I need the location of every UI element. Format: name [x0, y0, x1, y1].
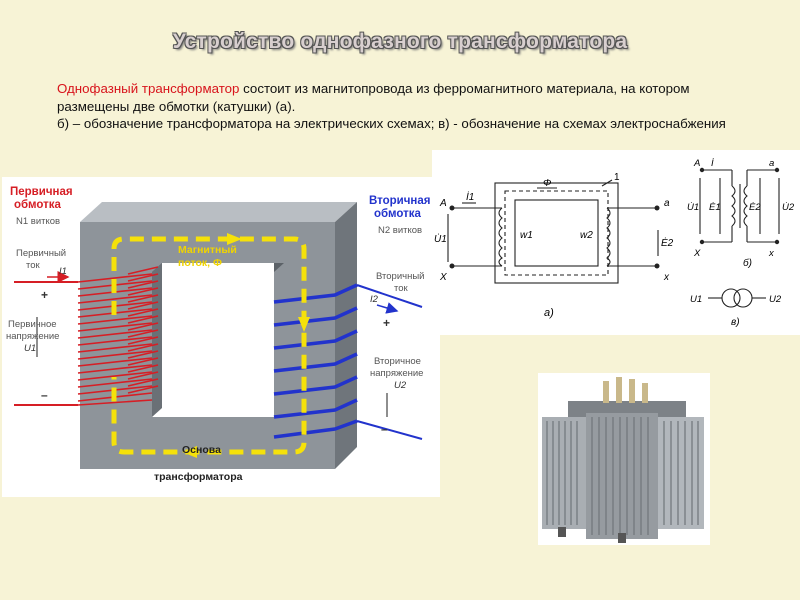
- flux-arrow-top: [227, 233, 242, 245]
- a-label-w2: w2: [580, 230, 593, 241]
- intro-highlight: Однофазный трансформатор: [57, 81, 240, 96]
- primary-voltage-label-2: напряжение: [6, 331, 59, 342]
- core-label-2: трансформатора: [154, 471, 243, 483]
- a-label-A: A: [439, 198, 447, 209]
- c-label-U2: U2: [769, 294, 782, 305]
- transformer-photo-panel: [538, 373, 710, 545]
- transformer-photo: [542, 377, 704, 543]
- b-label-I: İ: [711, 158, 714, 169]
- primary-minus: –: [41, 388, 48, 402]
- a-label-phi: Φ: [543, 178, 551, 189]
- secondary-current-arrow: [376, 302, 399, 314]
- b-label-U1: U̇1: [687, 202, 699, 213]
- flux-path: [111, 236, 307, 455]
- b-label-U2: U̇2: [782, 202, 795, 213]
- secondary-winding-label-1: Вторичная: [369, 195, 430, 207]
- flux-label-2: поток, Ф: [178, 257, 222, 269]
- flux-a-dashed: [504, 190, 609, 276]
- a-label-w1: w1: [520, 230, 533, 241]
- schematic-diagrams: A X a x U̇1 İ1 w1 w2 Ė2 Φ 1 а) A X a: [434, 158, 795, 328]
- secondary-voltage-label-1: Вторичное: [374, 356, 421, 367]
- diagram-b: [699, 169, 780, 243]
- core-a-inner: [514, 199, 599, 267]
- a-label-I1: İ1: [466, 191, 474, 203]
- primary-plus: +: [41, 288, 48, 302]
- secondary-current-symbol: I2: [370, 294, 379, 305]
- b-label-x: x: [768, 248, 775, 259]
- primary-current-symbol: I1: [59, 266, 67, 277]
- a-label-U1: U̇1: [434, 232, 447, 245]
- a-label-1: 1: [614, 172, 620, 183]
- intro-line2: б) – обозначение трансформатора на элект…: [57, 116, 726, 131]
- c-label-U1: U1: [690, 294, 702, 305]
- primary-winding-label-1: Первичная: [10, 186, 73, 198]
- a-label-X: X: [439, 272, 447, 283]
- primary-voltage-symbol: U1: [24, 343, 36, 354]
- flux-arrow-right: [298, 317, 310, 332]
- primary-winding-label-2: обмотка: [14, 199, 61, 211]
- coil-w2: [606, 207, 611, 267]
- b-label-E1: Ė1: [709, 202, 721, 213]
- primary-voltage-label-1: Первичное: [8, 319, 57, 330]
- core-illustration: Первичная обмотка N1 витков Первичный то…: [6, 186, 430, 483]
- slide-title: Устройство однофазного трансформатора: [172, 30, 628, 53]
- primary-current-label-1: Первичный: [16, 248, 66, 259]
- window-left: [152, 263, 162, 417]
- secondary-voltage-label-2: напряжение: [370, 368, 423, 379]
- secondary-turns-label: N2 витков: [378, 225, 422, 236]
- b-label-X: X: [693, 248, 701, 259]
- secondary-voltage-symbol: U2: [394, 380, 407, 391]
- secondary-winding: [273, 283, 423, 440]
- core-illustration-panel: Первичная обмотка N1 витков Первичный то…: [2, 177, 440, 497]
- a-label-x: x: [663, 272, 670, 283]
- primary-turns-label: N1 витков: [16, 216, 60, 227]
- b-label-a: a: [769, 158, 774, 169]
- c-caption: в): [731, 317, 740, 328]
- diagram-c: [708, 288, 766, 308]
- schematic-panel: A X a x U̇1 İ1 w1 w2 Ė2 Φ 1 а) A X a: [432, 150, 800, 335]
- intro-rest: состоит из магнитопровода из ферромагнит…: [57, 81, 690, 114]
- secondary-current-label-2: ток: [394, 283, 409, 294]
- secondary-winding-label-2: обмотка: [374, 208, 421, 220]
- b-label-A: A: [693, 158, 700, 169]
- b-caption: б): [743, 257, 752, 269]
- secondary-minus: –: [381, 422, 388, 436]
- core-label-1: Основа: [182, 444, 221, 456]
- core-window: [162, 263, 274, 408]
- core-top-face: [80, 202, 357, 222]
- flux-label-1: Магнитный: [178, 244, 237, 256]
- a-caption: а): [544, 307, 554, 319]
- intro-text: Однофазный трансформатор состоит из магн…: [57, 80, 747, 133]
- coil-w1: [498, 207, 503, 267]
- a-label-E2: Ė2: [661, 237, 674, 249]
- a-label-a: a: [664, 198, 670, 209]
- flux-arrow-bottom: [182, 446, 197, 458]
- b-label-E2: Ė2: [749, 202, 761, 213]
- core-a-outer: [494, 182, 619, 284]
- secondary-plus: +: [383, 316, 390, 330]
- primary-current-label-2: ток: [26, 260, 41, 271]
- secondary-current-label-1: Вторичный: [376, 271, 424, 282]
